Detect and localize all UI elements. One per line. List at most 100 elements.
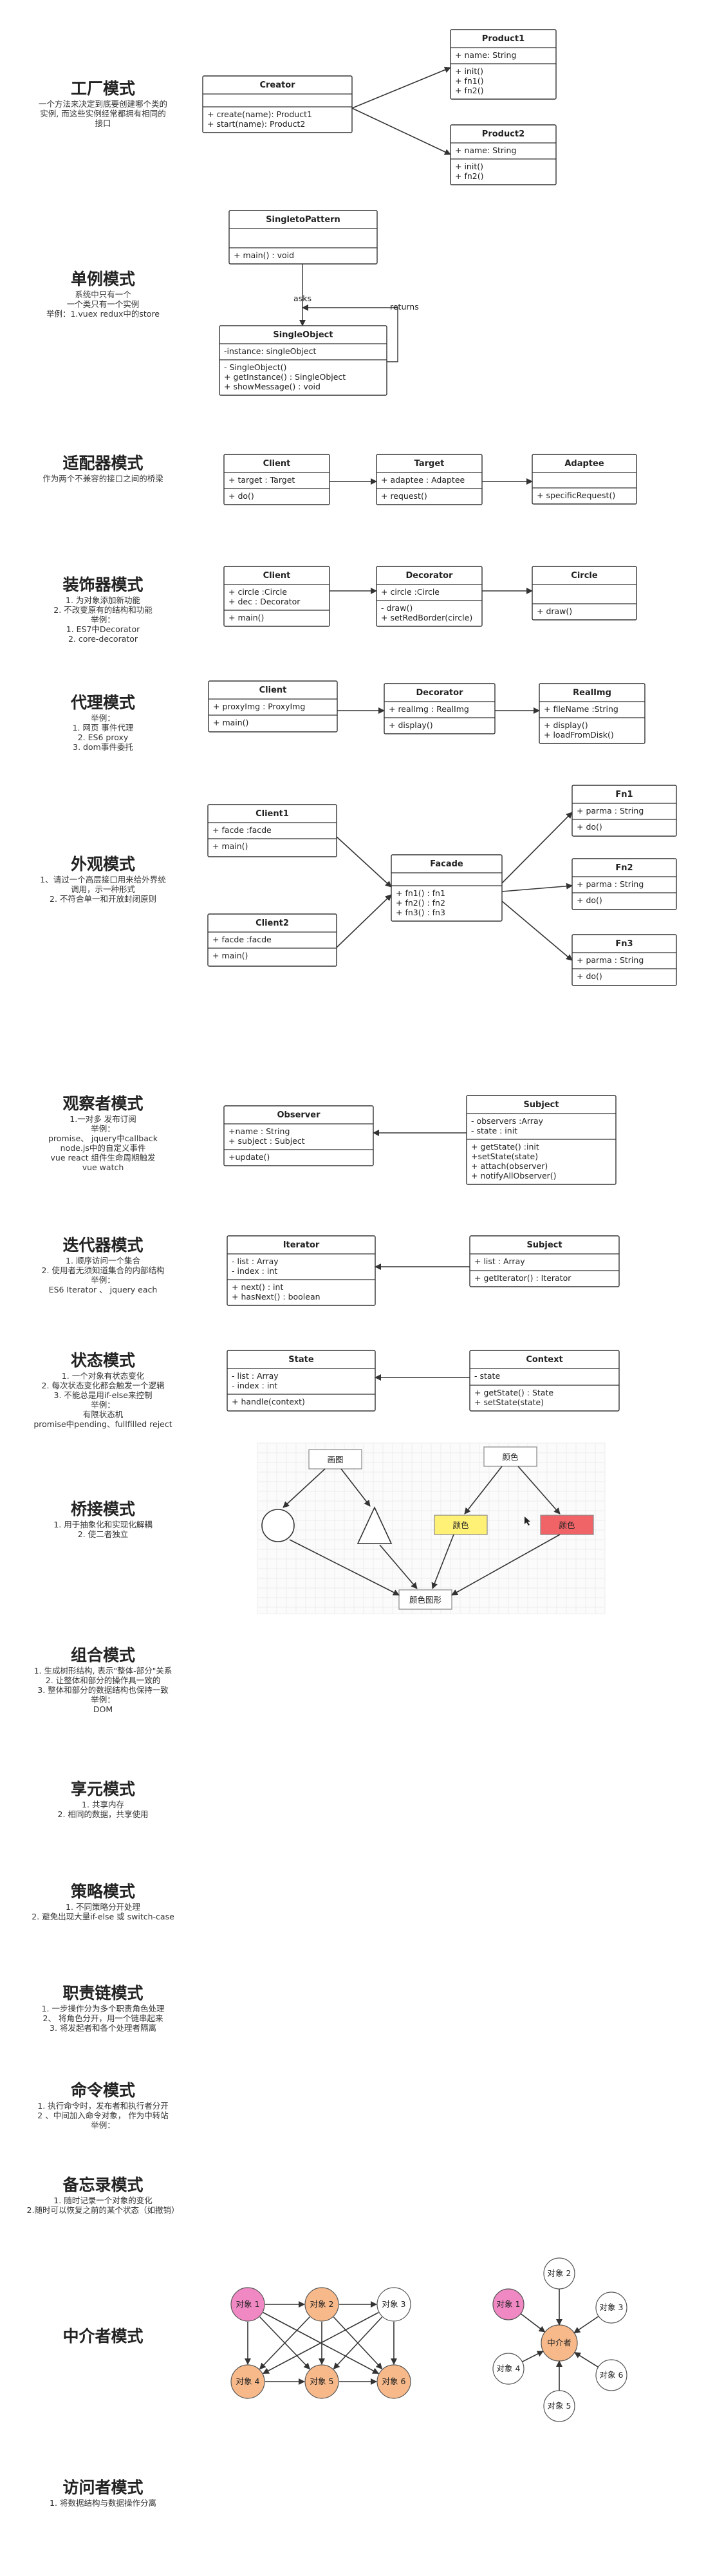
arrow	[501, 882, 573, 892]
memento-title: 备忘录模式	[62, 2176, 144, 2194]
returns-arrow	[302, 304, 398, 362]
command-title: 命令模式	[70, 2081, 135, 2100]
observer-class-observer: Observer+name : String+ subject : Subjec…	[223, 1105, 374, 1166]
class-method: + fn2()	[455, 86, 483, 95]
class-method: + getState() :init	[471, 1142, 539, 1152]
singleton-class-singleobject: SingleObject-instance: singleObject- Sin…	[219, 325, 387, 396]
description-line: 举例：	[91, 1124, 115, 1134]
description-line: 举例：	[91, 1695, 115, 1704]
class-attribute: - observers :Array	[471, 1116, 544, 1126]
class-name: Decorator	[406, 571, 454, 581]
mediator-title: 中介者模式	[62, 2327, 144, 2346]
description-line: 1. 共享内存	[82, 1800, 124, 1809]
description-line: 举例：	[91, 2120, 115, 2130]
state-class-context: Context- state+ getState() : State+ setS…	[469, 1350, 620, 1412]
class-method: + getIterator() : Iterator	[474, 1273, 571, 1283]
class-method: + fn1() : fn1	[396, 888, 445, 898]
description-line: 有限状态机	[82, 1410, 124, 1419]
class-method: - draw()	[381, 603, 413, 613]
class-method: + display()	[544, 720, 588, 730]
object-label: 对象 1	[236, 2299, 260, 2309]
description-line: 1. 生成树形结构, 表示"整体-部分"关系	[33, 1666, 172, 1675]
object-label: 对象 4	[236, 2376, 260, 2386]
arrow	[340, 1468, 371, 1507]
class-name: Client	[263, 459, 291, 469]
arrow	[336, 894, 392, 948]
class-method: + setRedBorder(circle)	[381, 613, 472, 622]
chain-title: 职责链模式	[62, 1984, 144, 2002]
class-method: + main()	[213, 718, 248, 727]
description-line: 2. 让整体和部分的操作具一致的	[45, 1675, 161, 1685]
class-name: Context	[526, 1355, 562, 1365]
description-line: 1. 顺序访问一个集合	[66, 1256, 140, 1265]
class-method: + create(name): Product1	[207, 109, 312, 119]
triangle-shape	[357, 1506, 393, 1544]
class-name: Product1	[482, 34, 525, 44]
class-box	[223, 454, 330, 505]
facade-class-facade: Facade+ fn1() : fn1+ fn2() : fn2+ fn3() …	[391, 854, 503, 922]
class-method: + next() : int	[232, 1282, 283, 1292]
draw-box	[308, 1449, 362, 1470]
description-line: 1. 网页 事件代理	[72, 723, 134, 733]
facade-class-client1: Client1+ facde :facde+ main()	[207, 804, 337, 857]
class-method: + showMessage() : void	[224, 382, 320, 391]
mediator-label: 中介者	[547, 2338, 571, 2347]
class-name: Observer	[277, 1110, 320, 1120]
adapter-class-client: Client+ target : Target+ do()	[223, 454, 330, 505]
object-node	[595, 2291, 627, 2324]
class-box	[376, 566, 483, 627]
singleton-description: 系统中只有一个一个类只有一个实例举例：1.vuex redux中的store	[26, 290, 180, 319]
class-method: + hasNext() : boolean	[232, 1292, 320, 1302]
class-method: + getState() : State	[474, 1388, 553, 1397]
description-line: 3. 将发起者和各个处理者隔离	[50, 2023, 156, 2033]
object-label: 对象 2	[548, 2268, 571, 2278]
proxy-title: 代理模式	[70, 693, 135, 712]
description-line: 3. 不能总是用if-else来控制	[53, 1390, 153, 1400]
cursor-icon	[525, 1517, 530, 1526]
object-node	[304, 2287, 339, 2322]
class-box	[202, 75, 353, 133]
class-method: + main()	[212, 951, 248, 960]
class-attribute: +name : String	[228, 1126, 290, 1136]
class-method: +setState(state)	[471, 1152, 538, 1161]
description-line: 系统中只有一个	[75, 290, 131, 299]
description-line: 2. ES6 proxy	[77, 733, 129, 742]
returns-label: returns	[390, 302, 419, 312]
observer-class-subject: Subject- observers :Array- state : init+…	[466, 1095, 617, 1185]
adapter-class-adaptee: Adaptee+ specificRequest()	[532, 454, 637, 505]
yellow-color-box-label: 颜色	[452, 1520, 469, 1530]
class-attribute: - state	[474, 1371, 500, 1381]
description-line: ES6 Iterator 、 jquery each	[48, 1285, 158, 1294]
description-line: 1. 执行命令时，发布者和执行者分开	[37, 2101, 169, 2111]
description-line: 2. 不符合单一和开放封闭原则	[50, 894, 156, 904]
class-name: Target	[414, 459, 445, 469]
arrow	[501, 901, 573, 961]
class-method: + attach(observer)	[471, 1161, 548, 1171]
class-attribute: + proxyImg : ProxyImg	[213, 702, 305, 711]
description-line: 接口	[95, 118, 111, 128]
class-name: Client1	[255, 809, 289, 819]
class-attribute: -instance: singleObject	[224, 346, 316, 356]
description-line: promise中pending、fullfilled reject	[33, 1419, 172, 1429]
class-box	[391, 854, 503, 922]
proxy-class-realimg: RealImg+ fileName :String+ display()+ lo…	[539, 683, 645, 744]
factory-class-product1: Product1+ name: String+ init()+ fn1()+ f…	[450, 29, 557, 100]
class-name: Fn1	[615, 790, 633, 799]
description-line: 2. core-decorator	[68, 634, 138, 644]
facade-class-fn3: Fn3+ parma : String+ do()	[571, 934, 677, 986]
description-line: 1. 不同策略分开处理	[66, 1902, 140, 1912]
class-method: + draw()	[537, 606, 572, 616]
class-method: + fn2() : fn2	[396, 898, 445, 908]
arrow	[336, 836, 392, 888]
description-line: 2. 避免出现大量if-else 或 switch-case	[32, 1912, 174, 1921]
class-name: Creator	[259, 80, 295, 90]
adapter-title: 适配器模式	[62, 454, 144, 472]
decorator-class-decorator: Decorator+ circle :Circle- draw()+ setRe…	[376, 566, 483, 627]
class-attribute: - state : init	[471, 1126, 517, 1135]
description-line: 3. 整体和部分的数据结构也保持一致	[37, 1685, 169, 1695]
